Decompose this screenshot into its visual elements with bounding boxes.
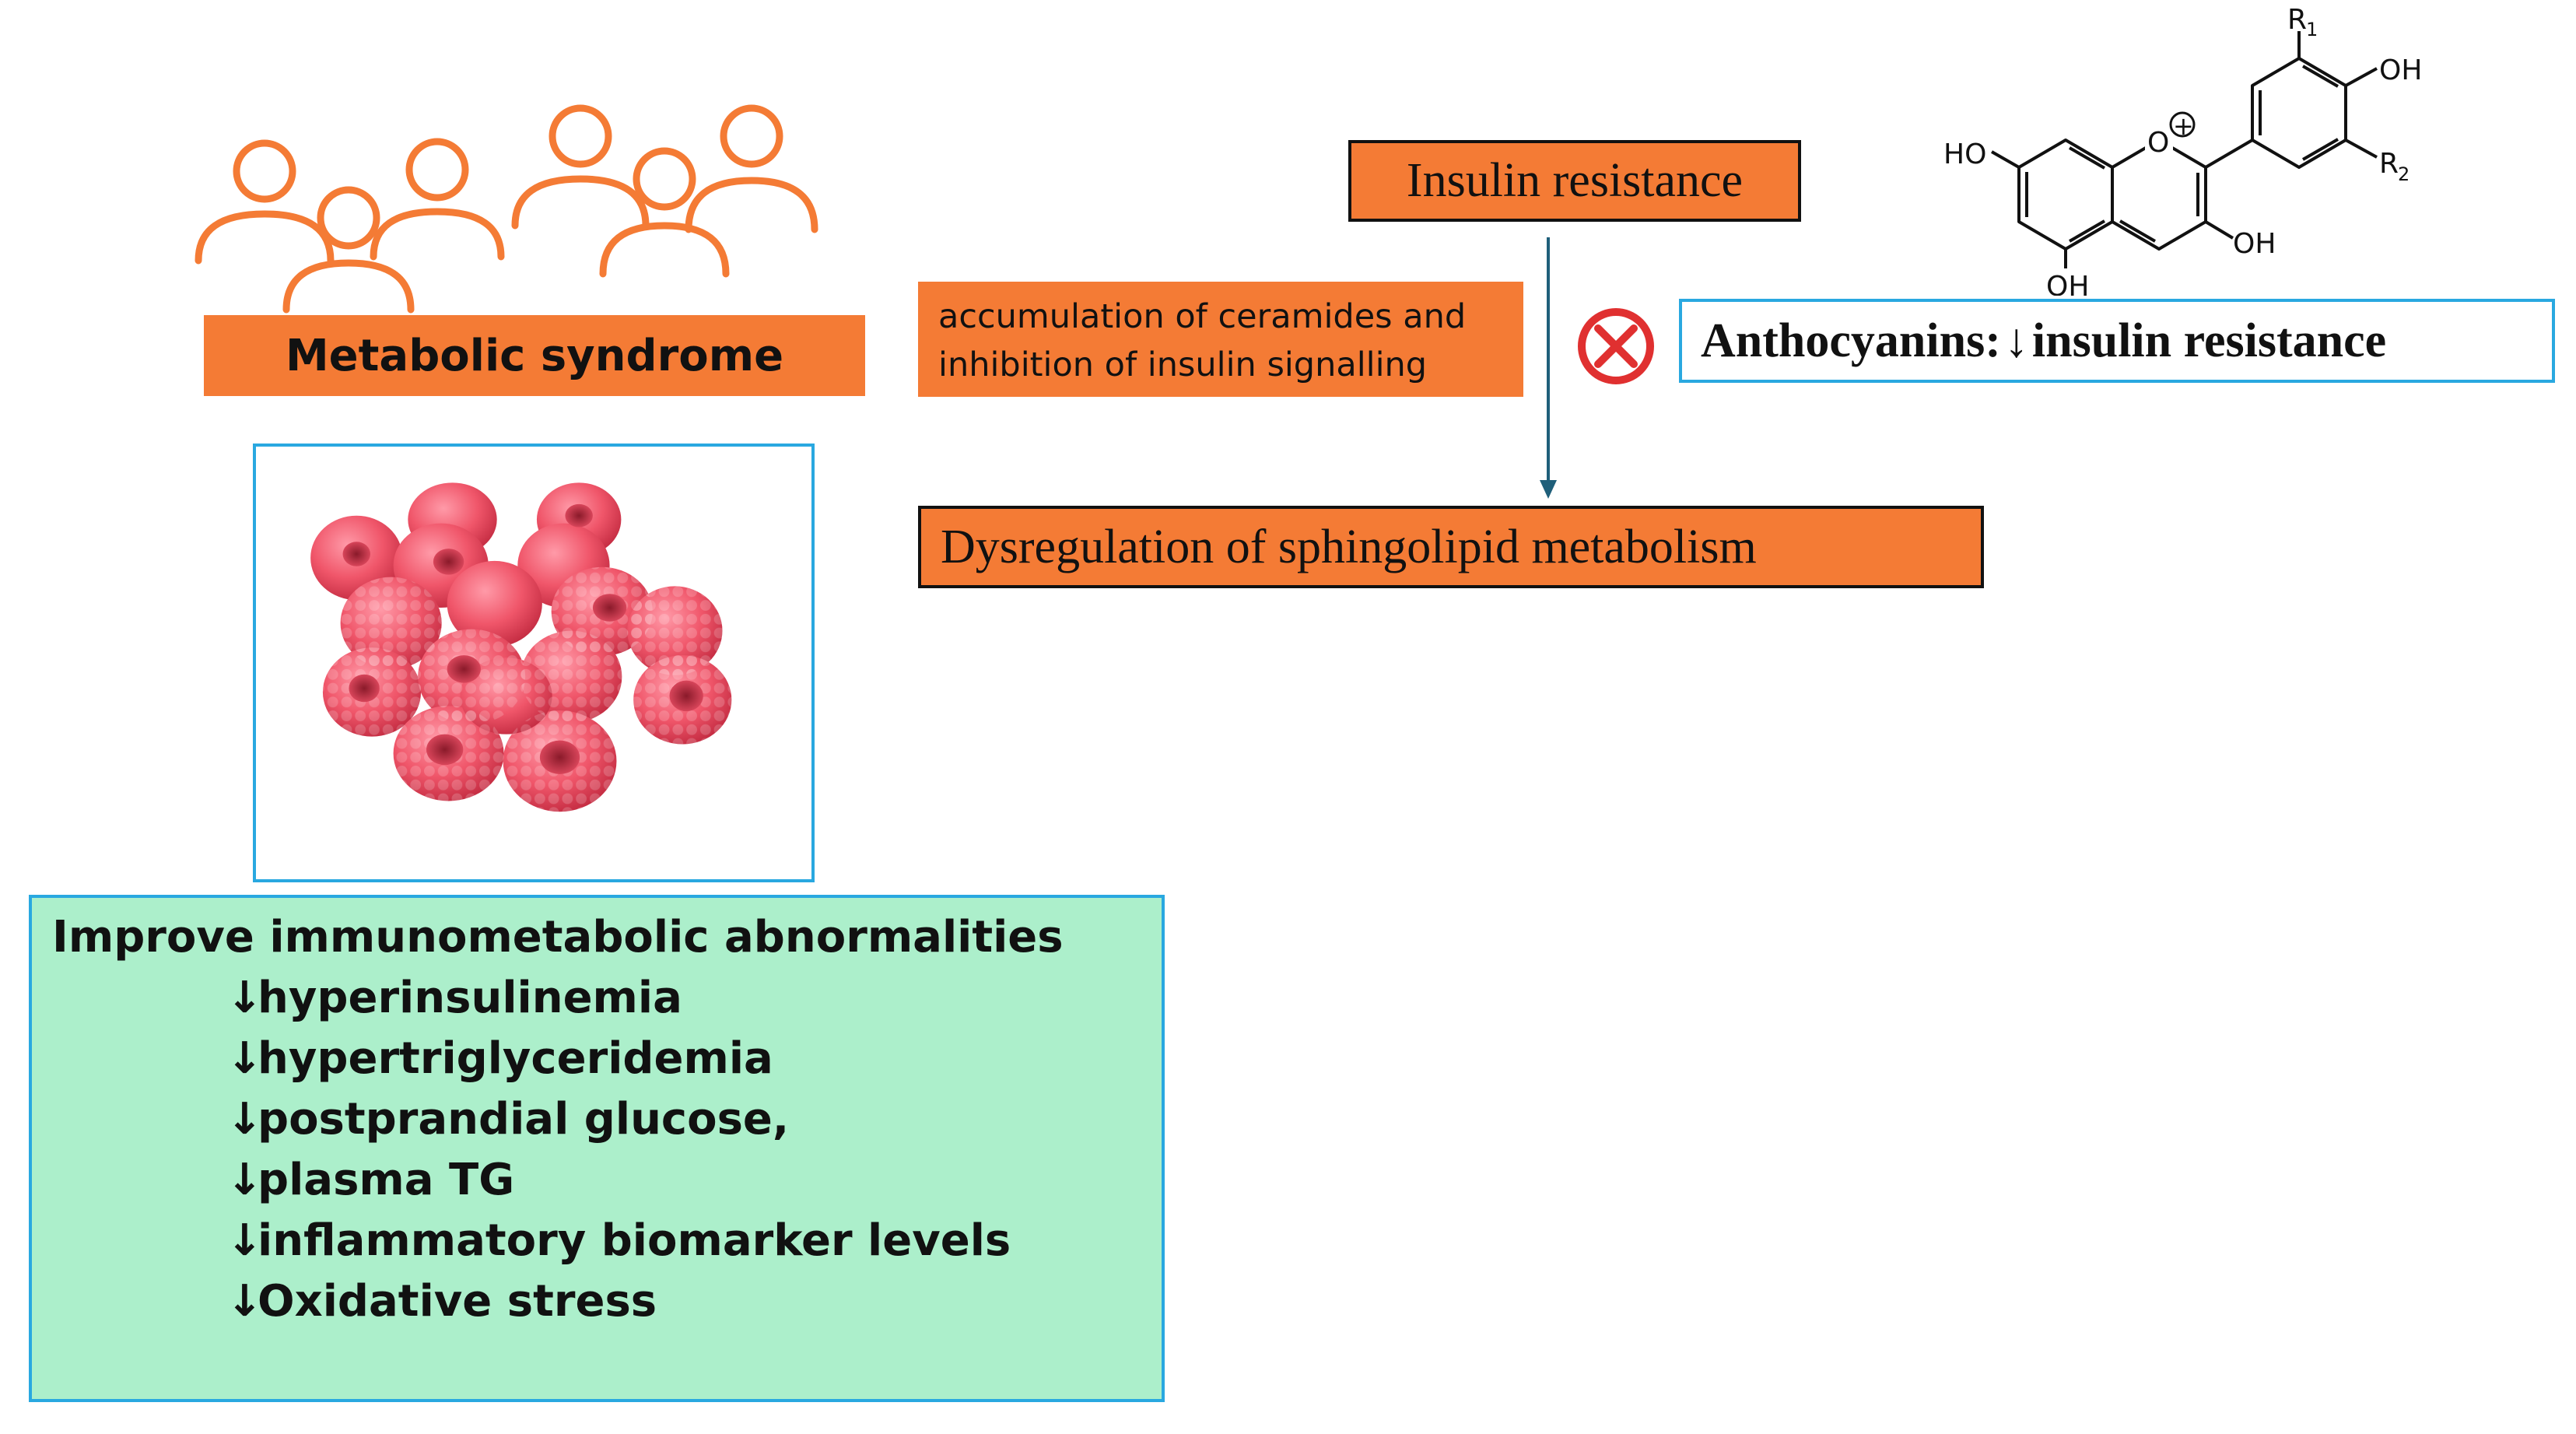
- r2-subscript: 2: [2398, 163, 2410, 185]
- down-arrow-icon: ↓: [226, 1033, 263, 1084]
- sphingolipid-dysregulation-box: Dysregulation of sphingolipid metabolism: [918, 506, 1984, 588]
- raspberry-cluster: [310, 482, 732, 812]
- blocked-circle-x-icon: [1578, 308, 1654, 384]
- anthocyanins-effect: insulin resistance: [2031, 314, 2387, 367]
- down-arrow-icon: ↓: [226, 1215, 263, 1266]
- effect-item: ↓plasma TG: [226, 1155, 514, 1205]
- ho-left-label: HO: [1943, 138, 1986, 170]
- r1-subscript: 1: [2306, 19, 2318, 40]
- effect-text: hyperinsulinemia: [258, 973, 682, 1023]
- metabolic-syndrome-label: Metabolic syndrome: [204, 315, 865, 396]
- effect-text: inflammatory biomarker levels: [258, 1215, 1011, 1266]
- down-arrow-icon: ↓: [226, 1155, 263, 1205]
- effect-text: hypertriglyceridemia: [258, 1033, 773, 1084]
- oh-top-label: OH: [2379, 54, 2422, 86]
- ring-oxygen-label: O: [2147, 127, 2169, 159]
- raspberry-image-frame: [253, 444, 815, 882]
- r2-label: R: [2379, 148, 2399, 180]
- effect-item: ↓hypertriglyceridemia: [226, 1033, 773, 1084]
- anthocyanins-box: Anthocyanins:↓insulin resistance: [1679, 299, 2555, 383]
- effect-item: ↓hyperinsulinemia: [226, 973, 682, 1023]
- down-arrow-icon: ↓: [2004, 314, 2029, 367]
- anthocyanins-prefix: Anthocyanins:: [1701, 314, 2001, 367]
- down-arrow-icon: ↓: [226, 973, 263, 1023]
- oh-bottom-label: OH: [2046, 271, 2089, 296]
- accumulation-line-2: inhibition of insulin signalling: [938, 345, 1428, 384]
- people-group-icon: [195, 104, 818, 314]
- effect-text: plasma TG: [258, 1155, 515, 1205]
- anthocyanin-structure: O + R 1 OH R 2 HO OH OH: [1943, 8, 2422, 296]
- ceramide-accumulation-box: accumulation of ceramides and inhibition…: [918, 282, 1523, 397]
- insulin-resistance-box: Insulin resistance: [1348, 140, 1801, 222]
- effect-item: ↓inflammatory biomarker levels: [226, 1215, 1011, 1266]
- r1-label: R: [2287, 8, 2307, 36]
- oh-mid-label: OH: [2233, 228, 2276, 260]
- effect-text: Oxidative stress: [258, 1276, 657, 1327]
- down-arrow-icon: ↓: [226, 1276, 263, 1327]
- effect-item: ↓Oxidative stress: [226, 1276, 657, 1327]
- effect-text: postprandial glucose,: [258, 1094, 790, 1145]
- positive-charge-label: +: [2173, 111, 2194, 141]
- effects-box: Improve immunometabolic abnormalities ↓h…: [29, 895, 1165, 1402]
- accumulation-line-1: accumulation of ceramides and: [938, 297, 1467, 336]
- effect-item: ↓postprandial glucose,: [226, 1094, 789, 1145]
- effects-title: Improve immunometabolic abnormalities: [52, 912, 1064, 962]
- raspberry-image: [310, 482, 732, 812]
- down-arrow-icon: ↓: [226, 1094, 263, 1145]
- flow-arrow: [1540, 237, 1557, 499]
